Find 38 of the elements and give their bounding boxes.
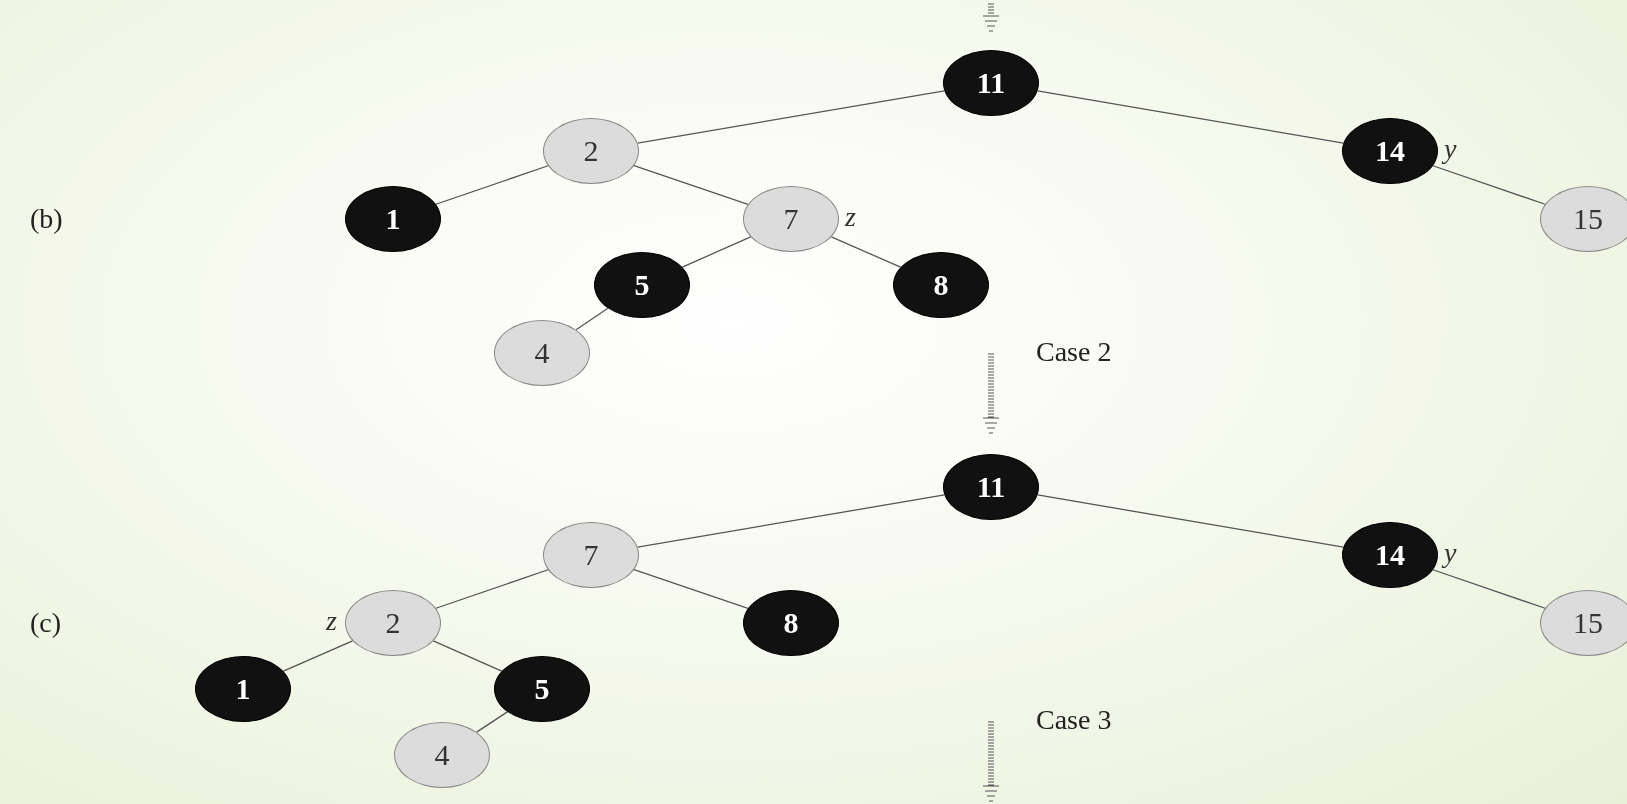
- tree-edge: [1036, 494, 1345, 548]
- node-key: 2: [583, 136, 599, 166]
- tree-edge: [435, 569, 549, 609]
- node-key: 5: [534, 674, 550, 704]
- node-key: 8: [783, 608, 799, 638]
- node-key: 11: [976, 68, 1006, 98]
- tree-edge: [476, 711, 508, 733]
- panel-label: (c): [30, 609, 62, 637]
- tree-edge: [633, 165, 749, 205]
- node-key: 4: [434, 740, 450, 770]
- node-key: 2: [385, 608, 401, 638]
- node-key: 7: [783, 204, 799, 234]
- case-label: Case 2: [1036, 338, 1112, 366]
- node-key: 7: [583, 540, 599, 570]
- node-key: 1: [385, 204, 401, 234]
- tree-edge: [636, 90, 946, 144]
- panel-label: (b): [30, 205, 63, 233]
- case-label: Case 3: [1036, 706, 1112, 734]
- node-key: 14: [1375, 136, 1405, 166]
- tree-edge: [1432, 165, 1546, 205]
- tree-node-circle: [1540, 590, 1627, 656]
- tree-edge: [435, 165, 549, 205]
- tree-edge: [575, 307, 609, 331]
- tree-edge: [1036, 90, 1345, 144]
- tree-node-circle: [1540, 186, 1627, 252]
- tree-edge: [636, 494, 946, 548]
- node-key: 14: [1375, 540, 1405, 570]
- node-key: 15: [1573, 608, 1603, 638]
- node-key: 8: [933, 270, 949, 300]
- node-key: 15: [1573, 204, 1603, 234]
- tree-edge: [1432, 569, 1546, 609]
- pointer-label: z: [326, 607, 337, 635]
- pointer-label: z: [845, 203, 856, 231]
- node-key: 1: [235, 674, 251, 704]
- tree-edge: [633, 569, 749, 609]
- node-key: 4: [534, 338, 550, 368]
- node-key: 5: [634, 270, 650, 300]
- node-key: 11: [976, 472, 1006, 502]
